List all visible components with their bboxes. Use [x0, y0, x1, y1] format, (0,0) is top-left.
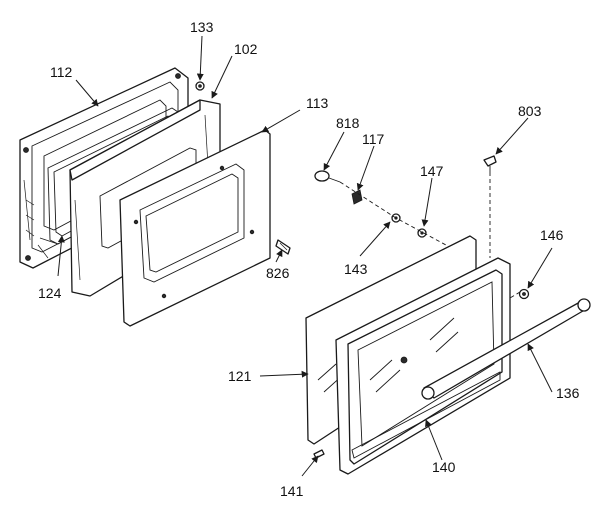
part-818-knob — [314, 170, 341, 183]
callout-140: 140 — [432, 459, 456, 475]
callout-136: 136 — [556, 385, 580, 401]
part-140-outer-frame — [335, 257, 511, 475]
callout-826: 826 — [266, 265, 290, 281]
callout-146: 146 — [540, 227, 564, 243]
part-133-screw — [195, 81, 205, 91]
part-141-screw — [313, 449, 325, 459]
callout-133: 133 — [190, 19, 214, 35]
callout-121: 121 — [228, 368, 252, 384]
part-803-screw — [483, 155, 497, 172]
callout-818: 818 — [336, 115, 360, 131]
leader-lines — [57, 35, 553, 477]
callout-803: 803 — [518, 103, 542, 119]
callout-102: 102 — [234, 41, 258, 57]
part-146-nut — [518, 288, 530, 300]
part-826-screw — [275, 239, 291, 255]
callout-labels: 133 102 112 113 124 818 117 803 147 146 … — [38, 19, 580, 499]
part-136-handle — [421, 298, 591, 400]
callout-143: 143 — [344, 261, 368, 277]
callout-112: 112 — [50, 64, 73, 80]
callout-124: 124 — [38, 285, 62, 301]
callout-113: 113 — [306, 95, 329, 111]
callout-141: 141 — [280, 483, 304, 499]
callout-147: 147 — [420, 163, 444, 179]
callout-117: 117 — [362, 131, 385, 147]
part-117-clip — [351, 189, 363, 205]
